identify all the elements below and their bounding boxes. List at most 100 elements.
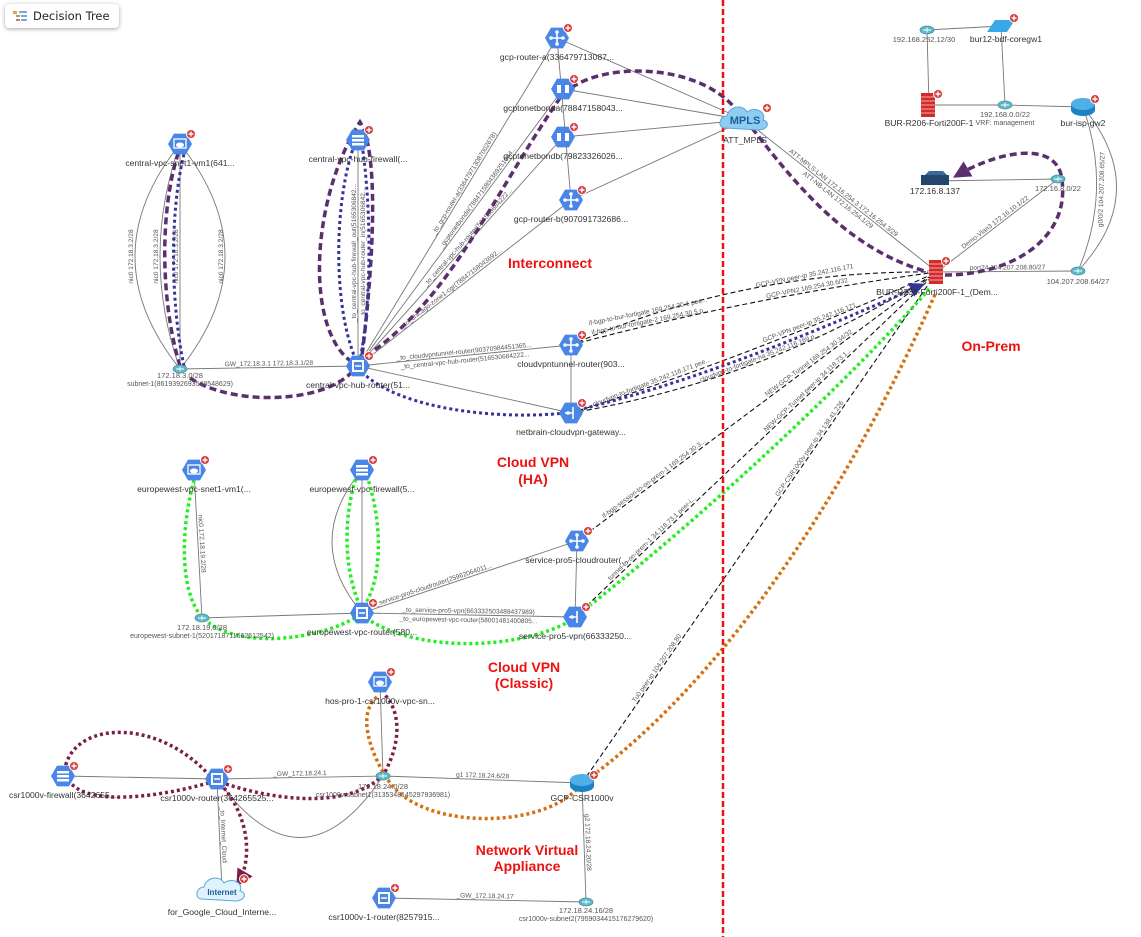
link-crou-csub1[interactable]: _GW_172.18.24.1 [216, 770, 384, 780]
link-fdem-s104[interactable]: port24 104.207.208.80/27 [936, 264, 1079, 273]
link-crou-csub1[interactable] [216, 775, 384, 838]
link-line[interactable] [357, 136, 564, 367]
expand-badge-icon[interactable] [239, 874, 249, 884]
link-esub-evm[interactable]: nic0 172.18.19.2/28 [193, 469, 207, 619]
node-label[interactable]: BUR-R206-Forti200F-1_(Dem... [876, 287, 998, 297]
link-line[interactable] [581, 782, 587, 903]
node-label[interactable]: ATT_MPLS [723, 135, 767, 145]
node-label[interactable]: bur12-bdf-coregw1 [970, 34, 1042, 44]
node-grb[interactable]: gcp-router-b(907091732686... [514, 185, 628, 225]
node-hub[interactable]: central-vpc-hub-router(51... [306, 351, 410, 391]
link-line[interactable] [357, 365, 572, 414]
link-line[interactable] [331, 469, 363, 614]
node-label[interactable]: central-vpc-hub-firewall(... [309, 154, 408, 164]
link-bondb-mpls[interactable] [562, 119, 746, 138]
link-line[interactable] [936, 270, 1079, 273]
node-s104[interactable]: 104.207.208.64/27 [1047, 266, 1110, 286]
expand-badge-icon[interactable] [577, 330, 587, 340]
link-line[interactable] [361, 612, 576, 618]
node-label[interactable]: 172.18.24.0/28 [358, 782, 408, 791]
node-cvt[interactable]: cloudvpntunnel-router(903... [517, 330, 625, 370]
link-line[interactable] [62, 775, 218, 780]
link-csub1-gcsr[interactable]: g1 172.18.24.6/28 [382, 772, 583, 784]
expand-badge-icon[interactable] [368, 598, 378, 608]
node-srv[interactable]: 172.16.8.137 [910, 171, 960, 196]
expand-badge-icon[interactable] [563, 23, 573, 33]
trace-maroon[interactable] [222, 786, 253, 888]
node-cfw[interactable]: csr1000v-firewall(3642655... [9, 761, 117, 801]
link-bonda-mpls[interactable] [562, 88, 746, 121]
link-line[interactable] [581, 271, 938, 784]
node-bonda[interactable]: gcptonetbonda(78847158043... [503, 74, 623, 114]
expand-badge-icon[interactable] [390, 883, 400, 893]
link-line[interactable] [744, 119, 938, 273]
node-label[interactable]: 104.207.208.64/27 [1047, 277, 1110, 286]
link-mpls-fdem[interactable]: ATT-MPLS-LAN 172.16.254.3 172.16.254.3/2… [744, 119, 938, 273]
node-scr[interactable]: service-pro5-cloudrouter(... [525, 526, 629, 566]
link-line[interactable] [193, 469, 203, 619]
trace-green[interactable] [182, 479, 359, 641]
link-sub1-vm1[interactable]: nic0 172.18.3.2/28 [179, 143, 226, 370]
link-c1r-csub2[interactable]: _GW_172.18.24.17 [383, 892, 587, 903]
node-label[interactable]: 172.18.3.0/28 [157, 371, 203, 380]
node-gra[interactable]: gcp-router-a(336479713087... [500, 23, 614, 63]
expand-badge-icon[interactable] [762, 103, 772, 113]
link-line[interactable] [570, 119, 746, 201]
trace-blue[interactable] [360, 370, 566, 417]
trace-green[interactable] [365, 613, 582, 646]
node-label[interactable]: GCP-CSR1000v [550, 793, 614, 803]
expand-badge-icon[interactable] [69, 761, 79, 771]
link-line[interactable] [361, 540, 578, 614]
node-bondb[interactable]: gcptonetbondb(79823326026... [503, 122, 623, 162]
link-line[interactable] [570, 271, 938, 414]
node-label[interactable]: BUR-R206-Forti200F-1 [885, 118, 974, 128]
expand-badge-icon[interactable] [364, 351, 374, 361]
node-label[interactable]: for_Google_Cloud_Interne... [168, 907, 276, 917]
node-erou[interactable]: europewest-vpc-router(580... [307, 598, 417, 638]
link-scr-svpn[interactable] [574, 540, 578, 618]
node-label[interactable]: central-vpc-snet1-vm1(641... [125, 158, 234, 168]
link-erou-svpn[interactable]: _to_service-pro5-vpn(663332503488437989)… [361, 607, 576, 626]
link-s104-isp[interactable]: g0/0/2 104.207.208.65/27 [1077, 106, 1107, 272]
link-line[interactable] [216, 775, 384, 838]
link-line[interactable] [159, 143, 181, 370]
node-label[interactable]: cloudvpntunnel-router(903... [517, 359, 625, 369]
link-line[interactable] [134, 143, 181, 370]
expand-badge-icon[interactable] [577, 185, 587, 195]
link-erou-efw[interactable] [331, 469, 363, 614]
expand-badge-icon[interactable] [581, 602, 591, 612]
link-erou-scr[interactable]: _to_service-pro5-cloudrouter(25962064011… [361, 540, 578, 614]
link-cfw-crou[interactable] [62, 775, 218, 780]
node-label[interactable]: europewest-vpc-firewall(5... [309, 484, 414, 494]
trace-orange[interactable] [386, 779, 580, 821]
trace-green[interactable] [345, 457, 381, 607]
node-sub1[interactable]: 172.18.3.0/28subnet-1(861939269354854862… [127, 364, 233, 388]
link-line[interactable] [179, 143, 226, 370]
trace-blue[interactable] [577, 282, 925, 412]
expand-badge-icon[interactable] [200, 455, 210, 465]
link-line[interactable] [576, 271, 938, 542]
node-esub[interactable]: 172.18.19.0/28europewest-subnet-1(520171… [130, 613, 274, 640]
trace-maroon[interactable] [64, 730, 213, 799]
expand-badge-icon[interactable] [1009, 13, 1019, 23]
link-line[interactable] [562, 119, 746, 138]
link-core-s192[interactable] [1000, 25, 1006, 106]
node-s252[interactable]: 192.168.252.12/30 [893, 25, 956, 44]
link-s168-srv[interactable] [934, 178, 1059, 182]
node-label[interactable]: europewest-vpc-router(580... [307, 627, 417, 637]
link-line[interactable] [570, 271, 938, 346]
link-esub-erou[interactable] [201, 612, 363, 619]
expand-badge-icon[interactable] [364, 125, 374, 135]
node-label[interactable]: gcptonetbondb(79823326026... [503, 151, 622, 161]
link-gcsr-csub2[interactable]: g2 172.18.24.20/28 [581, 782, 592, 903]
expand-badge-icon[interactable] [941, 256, 951, 266]
expand-badge-icon[interactable] [569, 122, 579, 132]
link-line[interactable] [357, 37, 558, 367]
link-hub-bonda[interactable]: _gcptonetbonda(7884715804369251044... [357, 88, 564, 367]
trace-blue[interactable] [172, 153, 186, 367]
link-hub-nbg[interactable] [357, 365, 572, 414]
expand-badge-icon[interactable] [577, 398, 587, 408]
